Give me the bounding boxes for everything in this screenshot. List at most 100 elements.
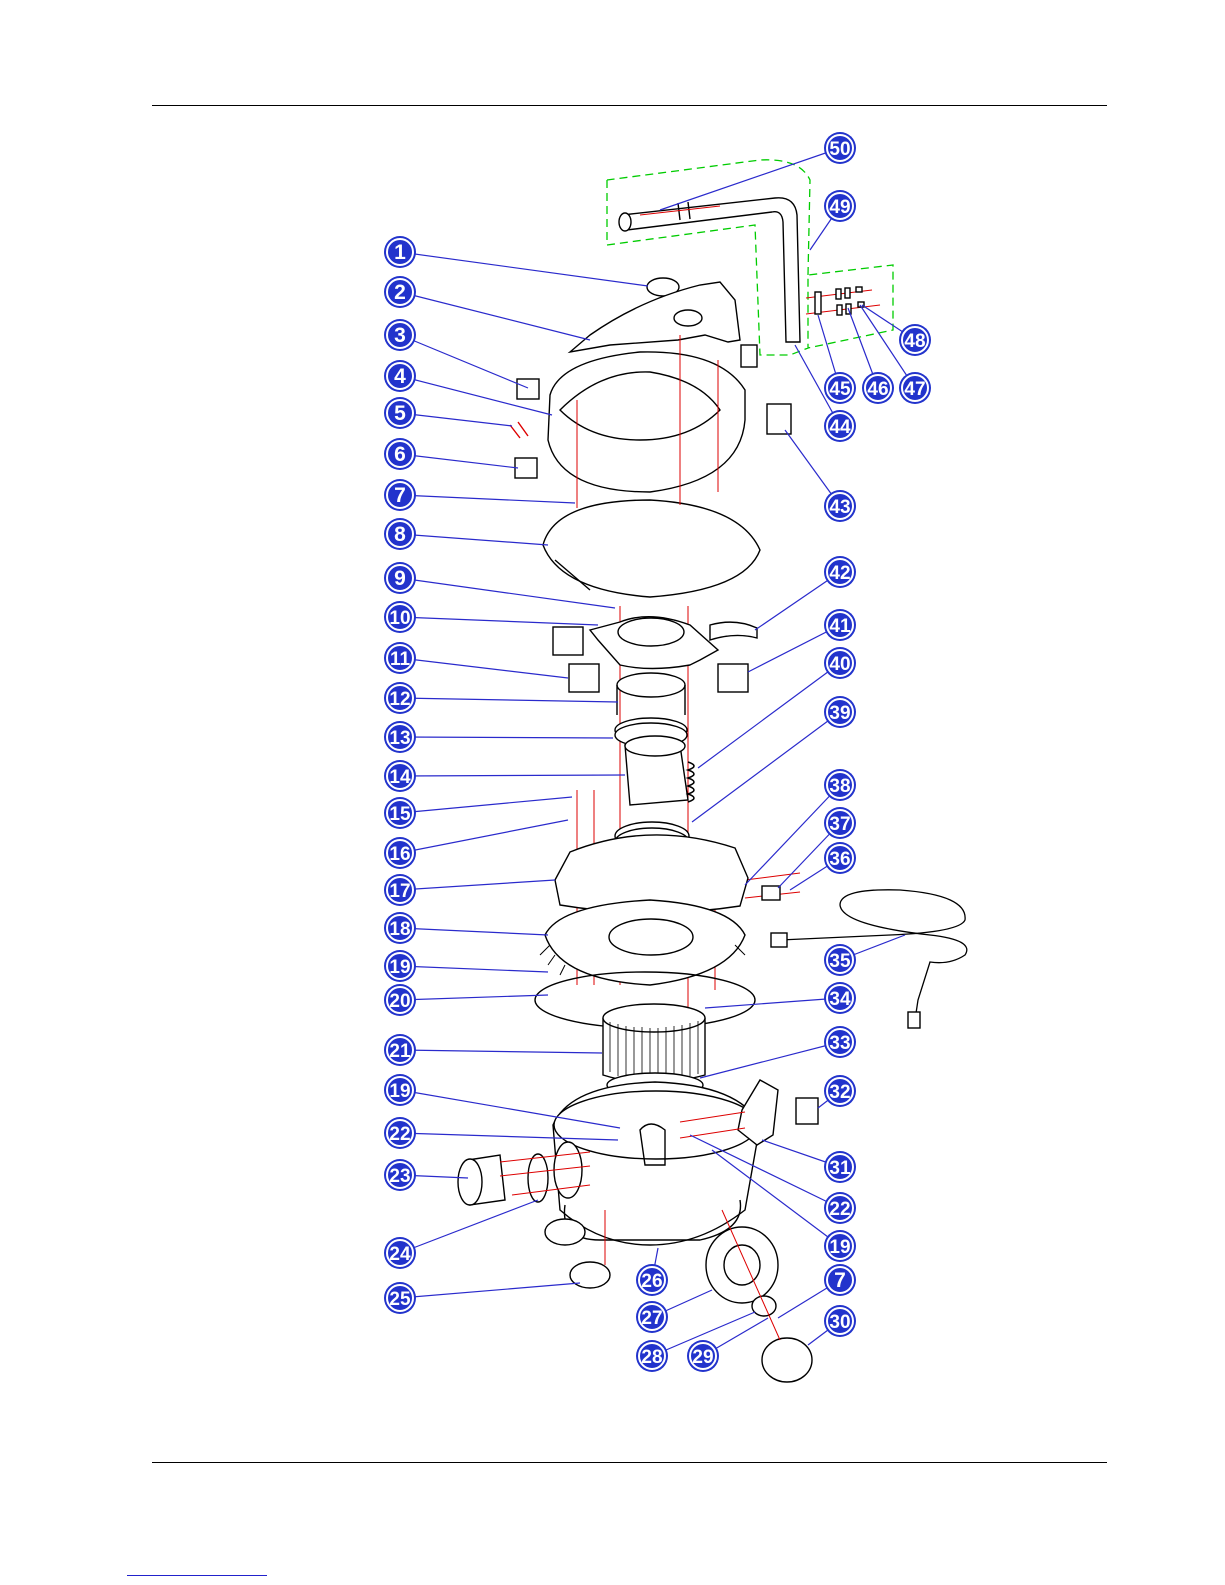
leader-line-16 xyxy=(400,820,568,853)
callout-41: 41 xyxy=(824,609,856,641)
callout-number: 38 xyxy=(829,776,850,797)
callout-16: 16 xyxy=(384,837,416,869)
callout-20: 20 xyxy=(384,984,416,1016)
leader-line-14 xyxy=(400,775,625,776)
callout-number: 3 xyxy=(394,324,406,347)
callout-number: 22 xyxy=(829,1199,850,1220)
callout-number: 9 xyxy=(394,567,406,590)
callout-23: 23 xyxy=(384,1159,416,1191)
callout-number: 29 xyxy=(692,1347,713,1368)
callout-34: 34 xyxy=(824,982,856,1014)
callout-number: 19 xyxy=(389,957,410,978)
leader-line-39 xyxy=(692,712,840,822)
callout-1: 1 xyxy=(384,236,416,268)
leader-line-5 xyxy=(400,413,512,426)
callout-43: 43 xyxy=(824,490,856,522)
callout-29: 29 xyxy=(687,1340,719,1372)
callout-number: 17 xyxy=(389,881,410,902)
callout-22b: 22 xyxy=(824,1192,856,1224)
callout-number: 28 xyxy=(641,1347,662,1368)
callout-number: 23 xyxy=(389,1166,410,1187)
callout-5: 5 xyxy=(384,397,416,429)
callout-32: 32 xyxy=(824,1075,856,1107)
callout-45: 45 xyxy=(824,372,856,404)
leader-line-13 xyxy=(400,737,613,738)
callout-33: 33 xyxy=(824,1026,856,1058)
callout-number: 5 xyxy=(394,402,406,425)
callout-13: 13 xyxy=(384,721,416,753)
leader-line-12 xyxy=(400,698,618,702)
callout-number: 49 xyxy=(829,197,850,218)
callout-number: 8 xyxy=(394,523,406,546)
callout-3: 3 xyxy=(384,319,416,351)
callout-number: 2 xyxy=(394,281,406,304)
callout-number: 19 xyxy=(829,1237,850,1258)
callout-4: 4 xyxy=(384,360,416,392)
callout-number: 39 xyxy=(829,703,850,724)
top-cover xyxy=(548,352,745,492)
spring xyxy=(688,762,694,802)
callout-number: 26 xyxy=(641,1271,662,1292)
callout-42: 42 xyxy=(824,556,856,588)
callout-number: 7 xyxy=(834,1269,846,1292)
callout-31: 31 xyxy=(824,1151,856,1183)
callout-49: 49 xyxy=(824,190,856,222)
callout-number: 44 xyxy=(829,417,851,438)
callout-2: 2 xyxy=(384,276,416,308)
callout-47: 47 xyxy=(899,372,931,404)
callout-number: 36 xyxy=(829,849,850,870)
callout-number: 7 xyxy=(394,484,406,507)
leader-line-15 xyxy=(400,797,572,813)
callout-number: 32 xyxy=(829,1082,850,1103)
callout-number: 41 xyxy=(829,616,851,637)
leader-line-8 xyxy=(400,534,548,545)
callout-37: 37 xyxy=(824,807,856,839)
callout-46: 46 xyxy=(862,372,894,404)
callout-number: 10 xyxy=(389,608,410,629)
leader-line-25 xyxy=(400,1283,580,1298)
callout-50: 50 xyxy=(824,132,856,164)
leader-line-1 xyxy=(400,252,648,286)
hose-screws xyxy=(806,287,880,315)
callout-number: 1 xyxy=(394,241,406,264)
callout-number: 48 xyxy=(904,331,925,352)
leader-line-17 xyxy=(400,880,555,890)
leader-line-20 xyxy=(400,995,548,1000)
callout-number: 13 xyxy=(389,728,410,749)
leader-line-6 xyxy=(400,454,518,468)
hose-handle-end xyxy=(619,213,631,231)
callout-12: 12 xyxy=(384,682,416,714)
callout-8: 8 xyxy=(384,518,416,550)
callout-number: 14 xyxy=(389,767,411,788)
callout-number: 20 xyxy=(389,991,410,1012)
filter-dome xyxy=(543,500,760,597)
callout-number: 34 xyxy=(829,989,851,1010)
cartridge-filter xyxy=(603,1004,705,1083)
callout-number: 16 xyxy=(389,844,410,865)
leader-line-34 xyxy=(705,998,840,1008)
callout-38: 38 xyxy=(824,769,856,801)
callout-number: 37 xyxy=(829,814,850,835)
callout-number: 27 xyxy=(641,1308,662,1329)
callout-26: 26 xyxy=(636,1264,668,1296)
callout-39: 39 xyxy=(824,696,856,728)
leader-line-3 xyxy=(400,335,528,388)
callout-number: 11 xyxy=(390,649,411,670)
callout-14: 14 xyxy=(384,760,416,792)
callout-21: 21 xyxy=(384,1034,416,1066)
callout-number: 31 xyxy=(829,1158,851,1179)
callout-number: 46 xyxy=(867,379,888,400)
callout-number: 30 xyxy=(829,1312,850,1333)
leader-line-11 xyxy=(400,658,568,678)
callout-44: 44 xyxy=(824,410,856,442)
callout-number: 43 xyxy=(829,497,850,518)
leader-line-19a xyxy=(400,966,548,972)
callout-11: 11 xyxy=(384,642,416,674)
leader-line-24 xyxy=(400,1200,538,1253)
callout-number: 6 xyxy=(394,443,406,466)
callout-number: 33 xyxy=(829,1033,850,1054)
callout-19b: 19 xyxy=(384,1074,416,1106)
callout-7a: 7 xyxy=(384,479,416,511)
leader-line-33 xyxy=(700,1042,840,1078)
